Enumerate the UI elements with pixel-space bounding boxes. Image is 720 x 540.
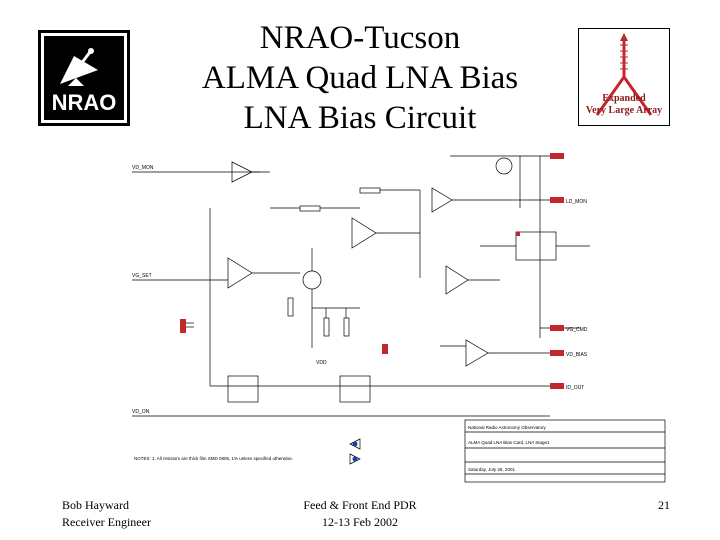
evla-line-2: Very Large Array xyxy=(585,105,663,116)
event-dates: 12-13 Feb 2002 xyxy=(322,515,398,529)
evla-logo-icon: Expanded Very Large Array xyxy=(578,28,670,126)
footer-event: Feed & Front End PDR 12-13 Feb 2002 xyxy=(250,497,470,531)
net-label-vd-on: VD_ON xyxy=(132,409,150,415)
net-label-vg-set: VG_SET xyxy=(132,273,152,279)
nrao-logo-icon: NRAO xyxy=(38,30,130,126)
net-label-vg-cmd: VG_CMD xyxy=(566,327,588,333)
net-label-ld-mon: LD_MON xyxy=(566,199,587,205)
author-role: Receiver Engineer xyxy=(62,515,151,529)
net-label-vd-bias: VD_BIAS xyxy=(566,352,588,358)
author-name: Bob Hayward xyxy=(62,498,129,512)
page-number: 21 xyxy=(658,498,670,512)
net-label-id-out: ID_OUT xyxy=(566,385,584,391)
nrao-logo-text: NRAO xyxy=(52,90,117,115)
title-line-1: NRAO-Tucson xyxy=(259,20,461,56)
net-label-vdd: VDD xyxy=(316,360,327,366)
title-block-org: National Radio Astronomy Observatory xyxy=(468,425,547,430)
title-line-3: LNA Bias Circuit xyxy=(243,100,477,136)
evla-line-1: Expanded xyxy=(602,93,646,104)
net-label-vd-mon: VD_MON xyxy=(132,165,154,171)
event-name: Feed & Front End PDR xyxy=(303,498,417,512)
schematic-notes: NOTES: 1. All resistors are thick film S… xyxy=(134,456,293,461)
bias-circuit-schematic: VD_MON VG_SET VD_ON VDD LD_MON VG_CMD VD… xyxy=(132,153,666,483)
title-line-2: ALMA Quad LNA Bias xyxy=(201,60,519,96)
slide-title: NRAO-Tucson ALMA Quad LNA Bias LNA Bias … xyxy=(150,18,570,138)
footer-author: Bob Hayward Receiver Engineer xyxy=(62,497,151,531)
title-block-title: ALMA Quad LNA Bias Card, LNA Stage1 xyxy=(468,440,550,445)
title-block-date: Saturday, July 28, 2001 xyxy=(468,467,515,472)
